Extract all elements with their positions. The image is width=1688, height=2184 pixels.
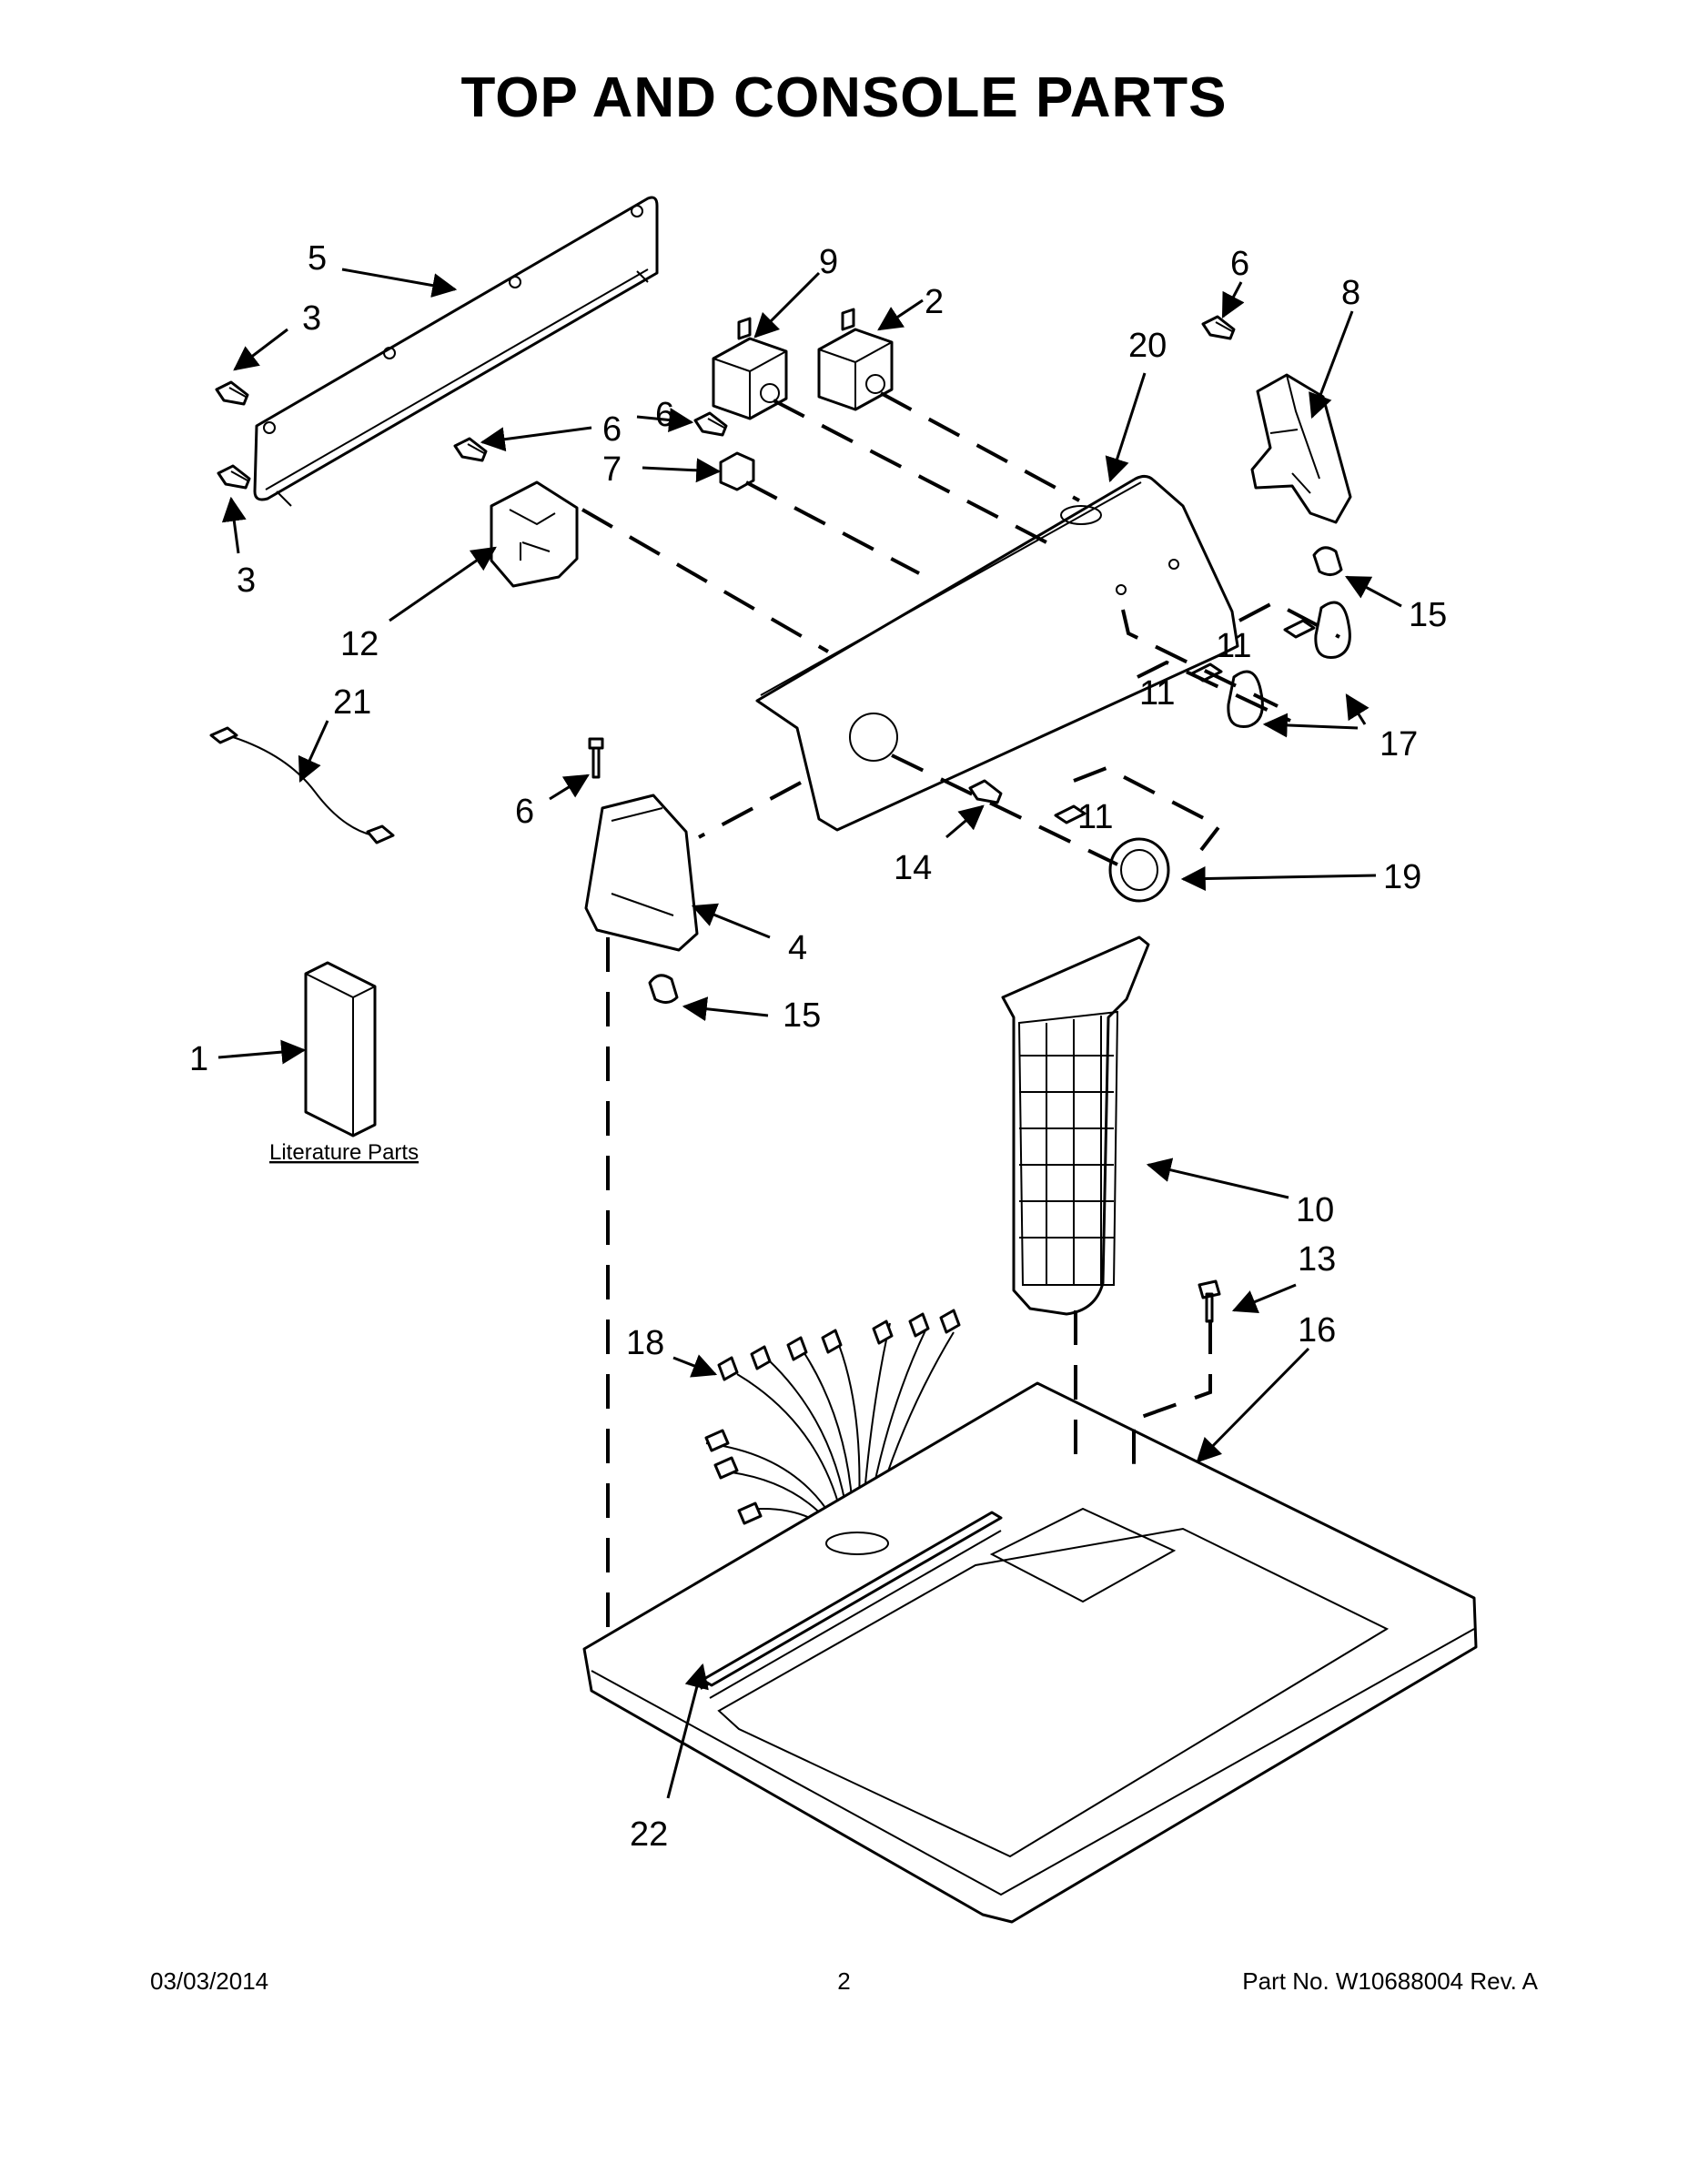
part-3-screw-upper [215, 380, 249, 406]
part-9-switch [712, 317, 788, 420]
callout-10: 10 [1296, 1191, 1334, 1229]
callout-21: 21 [333, 683, 371, 722]
footer-date: 03/03/2014 [150, 1967, 269, 1995]
part-6-screw-left [453, 437, 488, 462]
callout-11-a: 11 [1216, 627, 1251, 665]
part-11-bushing-3 [1054, 804, 1087, 824]
part-19-knob [1108, 837, 1170, 903]
callout-8: 8 [1341, 274, 1360, 312]
part-13-screw [1198, 1279, 1221, 1323]
part-8-bracket [1250, 373, 1352, 524]
callout-3-lower: 3 [237, 561, 256, 600]
callout-7: 7 [602, 450, 622, 489]
part-1-literature [304, 961, 377, 1138]
part-12-timer [490, 480, 579, 588]
callout-6-left: 6 [602, 410, 622, 449]
callout-11-b: 11 [1139, 674, 1175, 713]
callout-14: 14 [894, 849, 932, 887]
callout-22: 22 [630, 1815, 668, 1854]
page-title: TOP AND CONSOLE PARTS [460, 66, 1228, 129]
callout-5: 5 [308, 239, 327, 278]
callout-18: 18 [626, 1324, 664, 1362]
assembly-lines [581, 391, 1340, 1642]
part-5-rear-panel [253, 196, 659, 507]
part-2-switch [817, 308, 894, 411]
callout-6-mid: 6 [655, 396, 674, 434]
callouts: 5 3 3 9 2 6 8 20 6 6 7 12 15 11 11 17 21… [189, 239, 1447, 1854]
part-15-clip-upper [1312, 546, 1343, 576]
part-15-clip-lower [648, 974, 679, 1004]
callout-12: 12 [340, 625, 379, 663]
leader-arrows [217, 268, 1402, 1799]
literature-parts-caption: Literature Parts [269, 1140, 419, 1165]
callout-2: 2 [925, 283, 944, 321]
callout-19: 19 [1383, 858, 1421, 896]
callout-13: 13 [1298, 1240, 1336, 1279]
callout-6-right: 6 [1230, 245, 1249, 283]
callout-20: 20 [1128, 327, 1167, 365]
callout-11-c: 11 [1077, 798, 1113, 836]
part-14-screw [968, 779, 1003, 804]
callout-4: 4 [788, 929, 807, 967]
callout-17: 17 [1380, 725, 1418, 763]
part-11-bushing-1 [1283, 619, 1316, 639]
part-3-screw-lower [217, 464, 251, 490]
callout-1: 1 [189, 1040, 208, 1078]
callout-3-upper: 3 [302, 299, 321, 338]
part-17-knob-1 [1314, 601, 1351, 659]
callout-15-upper: 15 [1409, 596, 1447, 634]
part-20-console [755, 474, 1239, 832]
callout-15-lower: 15 [783, 996, 821, 1035]
callout-16: 16 [1298, 1311, 1336, 1350]
footer-page-number: 2 [837, 1967, 851, 1995]
footer-part-number: Part No. W10688004 Rev. A [1242, 1967, 1538, 1995]
part-10-lint-screen [1001, 935, 1150, 1316]
part-16-top-panel [582, 1381, 1478, 1924]
callout-6-endcap: 6 [515, 793, 534, 831]
part-6-screw-mid [693, 411, 728, 437]
part-21-wire-harness [209, 726, 395, 844]
callout-9: 9 [819, 243, 838, 281]
part-4-end-cap [584, 794, 699, 952]
part-6-screw-endcap [588, 737, 604, 779]
part-6-screw-right [1201, 315, 1236, 340]
